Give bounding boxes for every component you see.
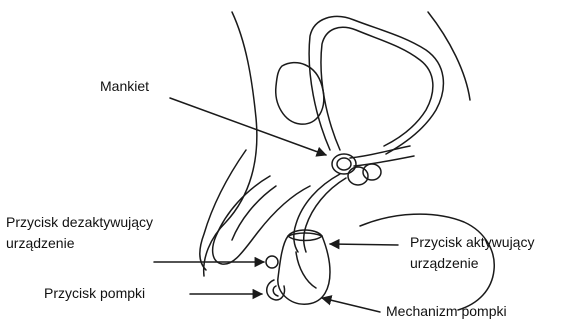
cuff-pointer [170, 98, 326, 155]
pump-bulb-inner [273, 286, 278, 296]
deactivate-button-shape [266, 256, 278, 268]
urethra-tube-top [350, 146, 410, 158]
label-deactivate-button-line-2: urządzenie [6, 233, 153, 254]
label-cuff: Mankiet [100, 76, 149, 97]
cuff-ring-3 [363, 164, 381, 180]
urethra-tube-bottom [354, 156, 414, 166]
pump-bulb [267, 280, 285, 300]
label-pump-mechanism: Mechanizm pompki [386, 301, 507, 322]
pubic-bone [276, 63, 324, 125]
activate-pointer [330, 244, 398, 245]
bladder-outer [309, 17, 443, 154]
penis-inner [232, 186, 276, 240]
cuff-ring-1 [332, 154, 356, 174]
label-pump-button: Przycisk pompki [44, 283, 145, 304]
label-activate-button: Przycisk aktywujący urządzenie [410, 232, 534, 274]
body-contour-back [204, 12, 257, 276]
label-activate-button-line-2: urządzenie [410, 253, 534, 274]
label-deactivate-button: Przycisk dezaktywujący urządzenie [6, 212, 153, 254]
abdomen-contour [428, 12, 470, 100]
pump-inner-detail [296, 252, 316, 288]
cuff-ring-1-inner [337, 158, 351, 170]
label-activate-button-line-1: Przycisk aktywujący [410, 232, 534, 253]
pump-mechanism-pointer [322, 298, 380, 312]
bladder-inner [321, 27, 433, 150]
label-deactivate-button-line-1: Przycisk dezaktywujący [6, 212, 153, 233]
